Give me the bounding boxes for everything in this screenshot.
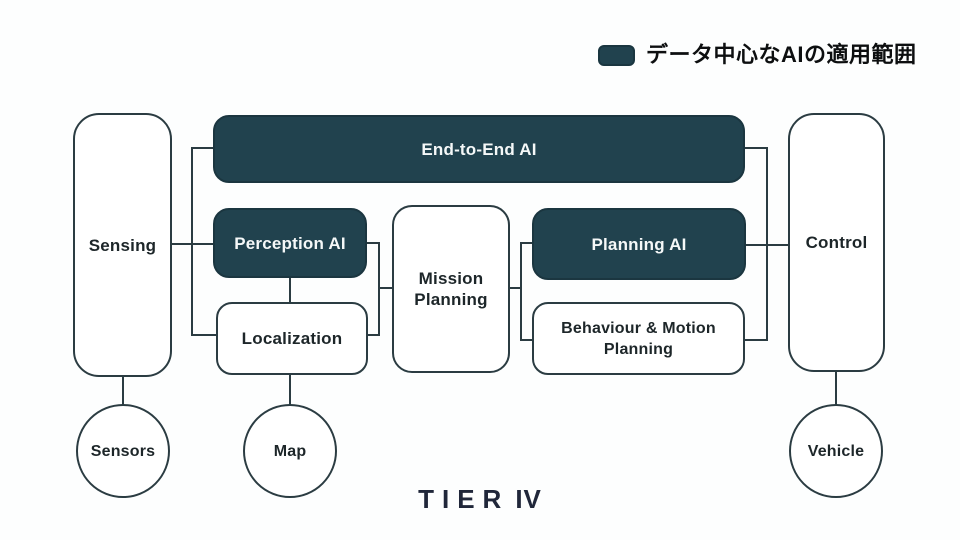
node-behaviour-motion-planning-label: Behaviour & Motion Planning xyxy=(561,319,716,358)
connector-sensing-sensors xyxy=(122,376,124,406)
node-end-to-end-ai-label: End-to-End AI xyxy=(421,139,537,159)
node-control-label: Control xyxy=(805,233,868,252)
connector-perception-bus xyxy=(366,242,379,244)
connector-behaviour-bus xyxy=(744,339,767,341)
connector-mission-bus xyxy=(509,287,522,289)
connector-bus-behaviour xyxy=(520,339,533,341)
node-control: Control xyxy=(788,113,885,372)
node-planning-ai: Planning AI xyxy=(532,208,746,280)
legend-swatch xyxy=(598,44,635,66)
legend-label: データ中心なAIの適用範囲 xyxy=(646,42,917,67)
node-localization-label: Localization xyxy=(241,329,343,348)
tier-iv-logo-tier: TIER xyxy=(418,484,510,514)
node-sensors: Sensors xyxy=(76,404,170,498)
node-sensing-label: Sensing xyxy=(88,235,157,255)
connector-perception-localization xyxy=(289,277,291,304)
node-vehicle-label: Vehicle xyxy=(807,442,865,460)
node-mission-planning-label: Mission Planning xyxy=(414,269,488,309)
node-localization: Localization xyxy=(216,302,368,375)
node-end-to-end-ai: End-to-End AI xyxy=(213,115,745,183)
connector-e2e-right xyxy=(744,147,767,149)
connector-bus-planning xyxy=(520,242,533,244)
node-behaviour-motion-planning: Behaviour & Motion Planning xyxy=(532,302,745,375)
node-sensors-label: Sensors xyxy=(90,442,156,460)
node-perception-ai-label: Perception AI xyxy=(234,233,346,253)
connector-control-vehicle xyxy=(835,371,837,406)
node-map: Map xyxy=(243,404,337,498)
connector-left-bus xyxy=(191,147,193,336)
connector-localization-bus xyxy=(367,334,379,336)
connector-planning-control xyxy=(745,244,789,246)
node-planning-ai-label: Planning AI xyxy=(591,234,687,254)
connector-e2e-left xyxy=(191,147,214,149)
node-map-label: Map xyxy=(273,442,307,460)
connector-mid-left-bus xyxy=(378,242,380,336)
connector-sensing-perception xyxy=(171,243,214,245)
tier-iv-logo-iv: IV xyxy=(515,484,542,514)
node-vehicle: Vehicle xyxy=(789,404,883,498)
node-mission-planning: Mission Planning xyxy=(392,205,510,373)
node-perception-ai: Perception AI xyxy=(213,208,367,278)
node-sensing: Sensing xyxy=(73,113,172,377)
connector-localization-map xyxy=(289,374,291,406)
legend: データ中心なAIの適用範囲 xyxy=(598,42,917,68)
connector-bus-mission xyxy=(378,287,393,289)
connector-bus-localization xyxy=(191,334,217,336)
connector-mid-right-bus xyxy=(520,242,522,341)
